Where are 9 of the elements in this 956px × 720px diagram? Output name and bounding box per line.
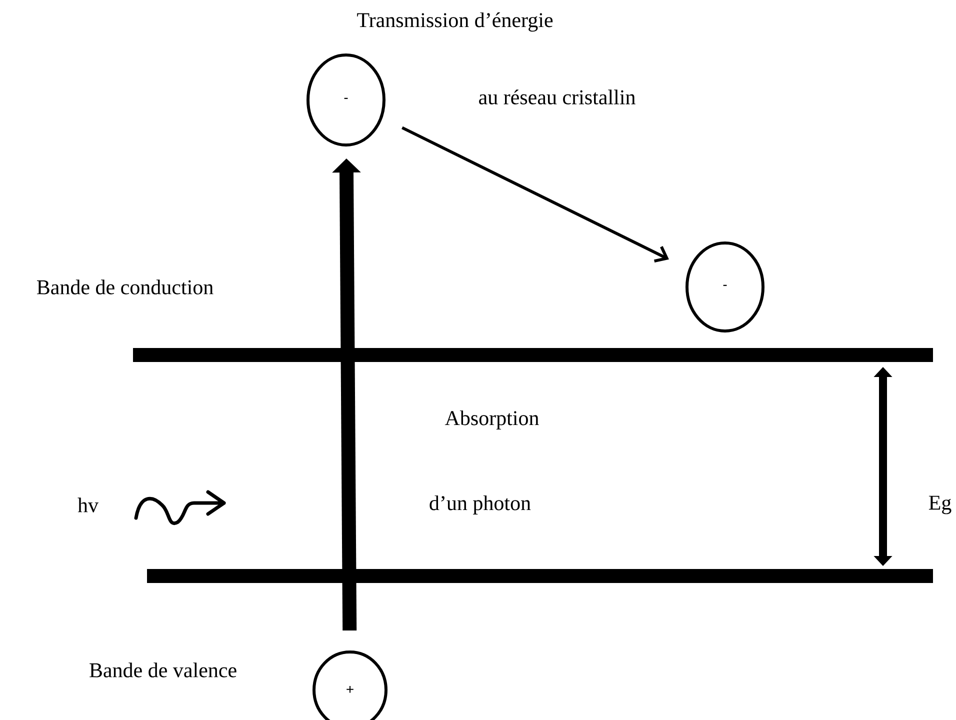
arrow <box>402 126 669 262</box>
text-label: Absorption <box>444 410 539 430</box>
text-label: Bande de valence <box>90 662 236 678</box>
text-label: hv <box>78 498 99 512</box>
text-label: au réseau cristallin <box>479 90 636 104</box>
text-label: d’un photon <box>430 495 531 515</box>
text-label: Transmission d’énergie <box>357 12 553 32</box>
text-label: Bande de conduction <box>36 280 214 294</box>
text-label: Eg <box>928 496 952 514</box>
